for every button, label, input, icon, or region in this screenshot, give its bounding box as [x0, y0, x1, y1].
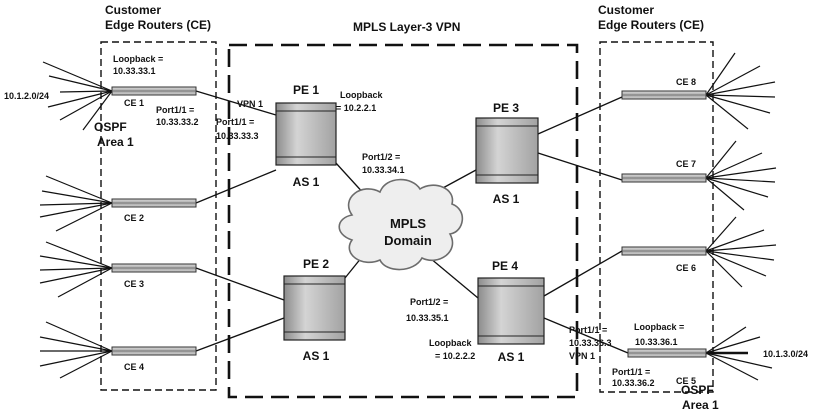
cloud-label-line1: MPLS [390, 216, 426, 231]
ce-router-7[interactable] [621, 173, 707, 183]
ce5-loopback-line2: 10.33.36.1 [635, 337, 678, 347]
pe1-port12-line1: Port1/2 = [362, 152, 400, 162]
pe1-port11-line2: 10.33.33.3 [216, 131, 259, 141]
pe-router-3[interactable] [475, 117, 539, 184]
diagram-title: MPLS Layer-3 VPN [353, 20, 460, 34]
cloud-label-line2: Domain [384, 233, 432, 248]
pe2-label: PE 2 [303, 257, 329, 271]
ce-router-2[interactable] [111, 198, 197, 208]
ce5-subnet: 10.1.3.0/24 [763, 349, 808, 359]
ce1-port-line2: 10.33.33.2 [156, 117, 199, 127]
ce8-label: CE 8 [676, 77, 696, 87]
ce5-port-line1: Port1/1 = [612, 367, 650, 377]
ce3-label: CE 3 [124, 279, 144, 289]
mpls-vpn-boundary [227, 43, 579, 399]
left-ce-boundary [100, 41, 217, 391]
ce1-subnet: 10.1.2.0/24 [4, 91, 49, 101]
pe1-loopback-line1: Loopback [340, 90, 383, 100]
pe4-port12-line2: 10.33.35.1 [406, 313, 449, 323]
left-ospf-line1: OSPF [94, 120, 127, 134]
ce5-port-line2: 10.33.36.2 [612, 378, 655, 388]
right-heading-line2: Edge Routers (CE) [598, 18, 704, 32]
ce2-label: CE 2 [124, 213, 144, 223]
right-fanout-lines [705, 52, 777, 381]
ce7-label: CE 7 [676, 159, 696, 169]
pe1-vpn-label: VPN 1 [237, 99, 263, 109]
pe4-as-label: AS 1 [498, 350, 525, 364]
mpls-cloud [338, 178, 464, 271]
ce6-label: CE 6 [676, 263, 696, 273]
left-fanout-lines [39, 61, 113, 379]
pe1-port12-line2: 10.33.34.1 [362, 165, 405, 175]
pe-router-2[interactable] [283, 275, 346, 341]
pe4-port11-line2: 10.33.36.3 [569, 338, 612, 348]
ce5-loopback-line1: Loopback = [634, 322, 684, 332]
ce1-port-line1: Port1/1 = [156, 105, 194, 115]
pe-router-1[interactable] [275, 102, 337, 166]
ce-router-8[interactable] [621, 90, 707, 100]
pe3-as-label: AS 1 [493, 192, 520, 206]
ce1-label: CE 1 [124, 98, 144, 108]
left-ospf-line2: Area 1 [97, 135, 134, 149]
ce-router-1[interactable] [111, 86, 197, 96]
pe4-port12-line1: Port1/2 = [410, 297, 448, 307]
pe1-port11-line1: Port1/1 = [216, 117, 254, 127]
ce1-loopback-line2: 10.33.33.1 [113, 66, 156, 76]
right-ospf-line1: OSPF [681, 383, 714, 397]
right-heading-line1: Customer [598, 3, 654, 17]
pe4-loopback-line2: = 10.2.2.2 [435, 351, 475, 361]
pe-router-4[interactable] [477, 277, 545, 345]
pe1-as-label: AS 1 [293, 175, 320, 189]
left-heading-line1: Customer [105, 3, 161, 17]
pe4-port11-line1: Port1/1 = [569, 325, 607, 335]
ce-router-4[interactable] [111, 346, 197, 356]
right-ce-boundary [599, 41, 714, 393]
pe4-loopback-line1: Loopback [429, 338, 472, 348]
pe3-label: PE 3 [493, 101, 519, 115]
pe4-vpn-label: VPN 1 [569, 351, 595, 361]
right-ospf-line2: Area 1 [682, 398, 719, 412]
pe1-label: PE 1 [293, 83, 319, 97]
ce-router-6[interactable] [621, 246, 707, 256]
ce5-label: CE 5 [676, 376, 696, 386]
ce-router-5[interactable] [627, 348, 707, 358]
ce1-loopback-line1: Loopback = [113, 54, 163, 64]
pe4-label: PE 4 [492, 259, 518, 273]
left-heading-line2: Edge Routers (CE) [105, 18, 211, 32]
ce4-label: CE 4 [124, 362, 144, 372]
pe1-loopback-line2: = 10.2.2.1 [336, 103, 376, 113]
pe2-as-label: AS 1 [303, 349, 330, 363]
ce-router-3[interactable] [111, 263, 197, 273]
